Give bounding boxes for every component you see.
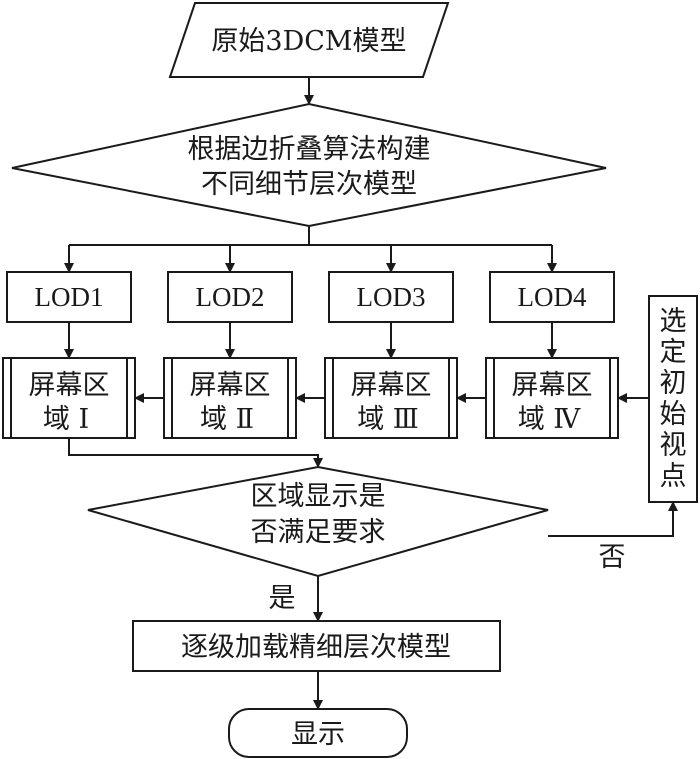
- region2-label-line2: 域 Ⅱ: [200, 404, 254, 435]
- viewpoint-char-6: 点: [660, 461, 687, 492]
- lod4-box: [489, 271, 615, 323]
- lod3-box: [328, 271, 454, 323]
- build-label-line1: 根据边折叠算法构建: [188, 134, 431, 165]
- region1-box: [2, 357, 136, 439]
- arrow-no-to-viewpoint: [548, 501, 678, 537]
- viewpoint-box: [648, 295, 698, 503]
- load-box: [132, 620, 501, 672]
- lod1-box: [6, 271, 132, 323]
- yes-label: 是: [269, 583, 296, 614]
- region3-label-line1: 屏幕区: [351, 370, 432, 401]
- viewpoint-char-2: 定: [660, 337, 687, 368]
- connectors: [64, 77, 678, 710]
- lod4-label: LOD4: [518, 282, 587, 312]
- viewpoint-char-4: 始: [660, 399, 687, 430]
- region4-label-line1: 屏幕区: [512, 370, 593, 401]
- region4-label-line2: 域 Ⅳ: [518, 404, 582, 435]
- no-label: 否: [599, 542, 626, 573]
- display-label: 显示: [291, 719, 345, 750]
- input-parallelogram: [168, 2, 450, 78]
- decision-label-line1: 区域显示是: [251, 481, 386, 512]
- viewpoint-char-3: 初: [660, 368, 687, 399]
- input-label: 原始3DCM模型: [211, 26, 406, 57]
- viewpoint-char-1: 选: [660, 306, 687, 337]
- region1-label-line2: 域 Ⅰ: [43, 404, 89, 435]
- lod2-label: LOD2: [196, 282, 265, 312]
- region1-label-line1: 屏幕区: [29, 370, 110, 401]
- load-label: 逐级加载精细层次模型: [181, 632, 451, 663]
- region4-box: [485, 357, 619, 439]
- build-label-line2: 不同细节层次模型: [201, 169, 417, 200]
- region3-label-line2: 域 Ⅲ: [357, 404, 419, 435]
- build-diamond: [11, 102, 607, 228]
- viewpoint-label: 选 定 初 始 视 点: [660, 306, 687, 492]
- region2-label-line1: 屏幕区: [190, 370, 271, 401]
- lod1-label: LOD1: [35, 282, 104, 312]
- viewpoint-char-5: 视: [660, 430, 687, 461]
- decision-label-line2: 否满足要求: [251, 517, 386, 548]
- region3-box: [324, 357, 458, 439]
- decision-diamond: [87, 465, 549, 578]
- arrow-region1-to-decision: [68, 438, 323, 468]
- lod3-label: LOD3: [357, 282, 426, 312]
